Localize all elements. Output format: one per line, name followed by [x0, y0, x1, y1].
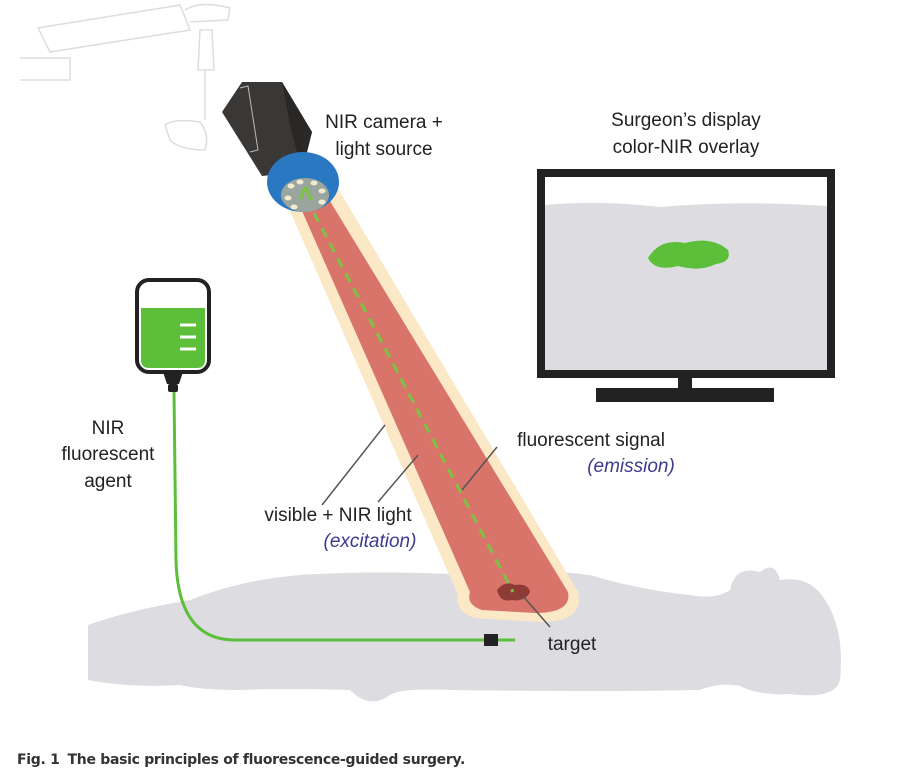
display-label-2: color-NIR overlay — [613, 137, 760, 158]
microscope-arm-outline — [20, 3, 231, 151]
nir-overlay-blob — [648, 240, 729, 269]
target-lesion — [497, 583, 530, 601]
iv-tube — [172, 391, 515, 642]
display-label-1: Surgeon’s display — [611, 110, 761, 131]
camera-label-1: NIR camera + — [325, 112, 443, 133]
agent-label-3: agent — [84, 471, 132, 492]
camera-label-2: light source — [335, 139, 432, 160]
agent-label-1: NIR — [92, 418, 125, 439]
nir-camera-icon — [222, 82, 339, 212]
figure-caption: Fig. 1 The basic principles of fluorescen… — [17, 752, 465, 768]
surgeon-display-monitor — [537, 169, 835, 402]
excitation-label-2: (excitation) — [324, 531, 417, 552]
excitation-label-1: visible + NIR light — [264, 505, 412, 526]
patient-body — [88, 567, 841, 702]
leader-lines — [321, 424, 551, 628]
iv-bag-icon — [135, 278, 211, 392]
emission-label-1: fluorescent signal — [517, 430, 665, 451]
agent-label-2: fluorescent — [62, 444, 156, 465]
iv-needle-hub — [484, 634, 498, 646]
light-beam-excitation — [295, 188, 569, 613]
caption-text: The basic principles of fluorescence-gui… — [67, 752, 466, 768]
target-label: target — [548, 634, 597, 655]
figure-number: Fig. 1 — [17, 752, 60, 768]
fluorescent-signal-line — [304, 197, 515, 593]
emission-label-2: (emission) — [587, 456, 675, 477]
